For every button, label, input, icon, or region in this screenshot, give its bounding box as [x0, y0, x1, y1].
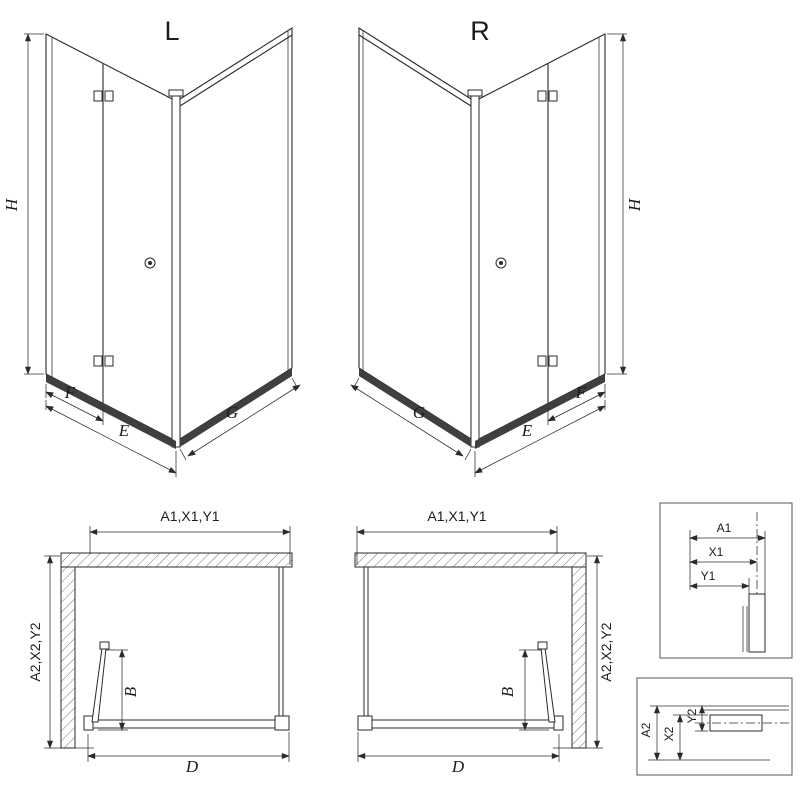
wall-hatched-left — [60, 566, 76, 749]
dim-label-g-left: G — [226, 403, 238, 422]
detail-label-a1: A1 — [717, 521, 732, 535]
left-side-panel-glass — [179, 27, 293, 440]
dim-label-b-left: B — [121, 686, 140, 697]
corner-post — [470, 94, 480, 448]
dim-label-d-right: D — [451, 757, 465, 776]
door-sill-plan — [91, 719, 276, 729]
detail-label-x1: X1 — [709, 545, 724, 559]
elevation-right-variant: R H G E — [350, 16, 644, 477]
wall-profile-section — [748, 593, 766, 653]
dim-label-e-left: E — [118, 421, 130, 440]
corner-post-plan — [274, 715, 290, 731]
corner-post — [171, 94, 181, 448]
right-side-panel-glass — [358, 27, 472, 440]
door-pivot-plan — [83, 715, 94, 731]
hinge-icon — [548, 90, 558, 102]
corner-post-plan — [357, 715, 373, 731]
detail-label-x2: X2 — [662, 726, 676, 741]
detail-label-a2: A2 — [639, 722, 653, 737]
dim-label-a1x1y1-right: A1,X1,Y1 — [427, 508, 486, 524]
elevation-left-variant: L H F E — [2, 16, 301, 477]
side-panel-plan — [278, 566, 284, 717]
wall-hatched-top — [60, 552, 293, 568]
dim-label-a1x1y1-left: A1,X1,Y1 — [160, 508, 219, 524]
wall-hatched-top — [354, 552, 587, 568]
door-pivot-plan — [553, 715, 564, 731]
hinge-icon — [548, 355, 558, 367]
folded-door-plan — [91, 647, 107, 723]
plan-view-right: A1,X1,Y1 A2,X2,Y2 B D — [354, 508, 614, 776]
hinge-icon — [537, 355, 547, 367]
detail-floor-profile: A2 X2 Y2 — [636, 677, 793, 776]
wall-hatched-right — [571, 566, 587, 749]
hinge-icon — [104, 90, 114, 102]
door-sill-plan — [371, 719, 556, 729]
hinge-icon — [93, 355, 103, 367]
dim-label-f-left: F — [64, 383, 76, 402]
variant-right-label: R — [470, 16, 490, 46]
variant-left-label: L — [164, 16, 179, 46]
hinge-icon — [93, 90, 103, 102]
side-panel-plan — [363, 566, 369, 717]
dim-label-b-right: B — [498, 686, 517, 697]
dim-label-a2x2y2-right: A2,X2,Y2 — [598, 622, 614, 681]
dim-label-a2x2y2-left: A2,X2,Y2 — [27, 622, 43, 681]
dim-label-h-left: H — [2, 197, 21, 212]
dim-label-e-right: E — [521, 421, 533, 440]
dim-label-d-left: D — [185, 757, 199, 776]
detail-wall-profile: A1 X1 Y1 — [659, 502, 793, 659]
plan-view-left: A1,X1,Y1 A2,X2,Y2 B D — [27, 508, 293, 776]
detail-label-y1: Y1 — [701, 569, 716, 583]
hinge-icon — [104, 355, 114, 367]
hinge-icon — [537, 90, 547, 102]
dim-label-g-right: G — [413, 403, 425, 422]
detail-label-y2: Y2 — [685, 708, 699, 723]
dim-label-h-right: H — [625, 197, 644, 212]
folded-door-plan — [540, 647, 556, 723]
dim-label-f-right: F — [575, 383, 587, 402]
